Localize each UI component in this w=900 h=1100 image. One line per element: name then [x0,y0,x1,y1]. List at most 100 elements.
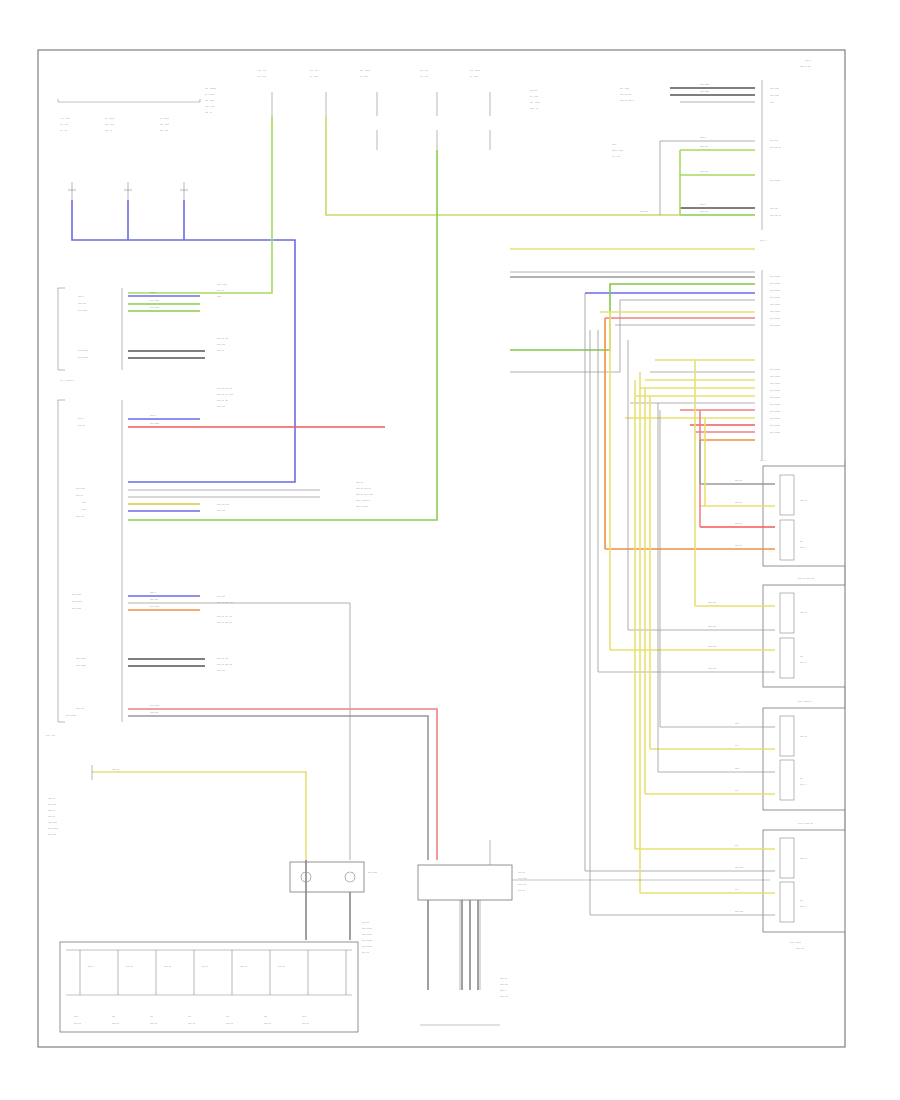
svg-text:········: ········ [76,487,85,491]
svg-text:····· ·····: ····· ····· [356,505,369,509]
svg-text:······ ·····: ······ ····· [620,99,634,103]
svg-text:·····: ····· [800,661,806,665]
svg-text:·········: ········· [770,289,780,293]
svg-text:······: ······ [518,871,525,875]
svg-text:······: ······ [112,1022,119,1026]
front-speaker-right: ······· ······· ······· ······· ······ ·… [598,577,846,688]
svg-text:······: ······ [112,768,119,772]
svg-text:·········: ········· [770,324,780,328]
svg-text:······: ······ [217,289,224,293]
svg-text:···: ··· [800,655,803,659]
svg-text:······ ·· ···: ······ ·· ··· [217,615,232,619]
svg-text:·······: ······· [217,509,225,513]
svg-text:······: ······ [164,965,171,969]
svg-text:·········: ········· [72,600,82,604]
svg-text:····: ···· [770,101,775,105]
svg-text:······ ·······: ······ ······· [798,577,814,581]
svg-text:·· ····: ·· ···· [258,75,266,79]
svg-text:···· ···: ···· ··· [46,734,55,738]
svg-text:·······: ······· [500,995,508,999]
svg-text:·········: ········· [770,396,780,400]
svg-text:······: ······ [518,889,525,893]
svg-text:·······: ······· [78,302,86,306]
svg-text:········: ········ [770,94,779,98]
svg-text:·····: ····· [800,905,806,909]
svg-text:·······: ······· [640,210,648,214]
svg-text:···: ··· [735,744,738,748]
svg-text:········: ········ [48,821,57,825]
svg-text:·····: ····· [88,965,94,969]
svg-text:··· ···: ··· ··· [258,69,266,73]
svg-text:······: ······ [362,951,369,955]
svg-text:······: ······ [735,501,742,505]
svg-text:······: ······ [226,1022,233,1026]
svg-text:·····: ····· [760,239,766,243]
svg-text:·· ····: ·· ···· [470,75,478,79]
svg-text:······ ···: ······ ··· [217,657,228,661]
svg-text:·········: ········· [770,368,780,372]
svg-text:······: ······ [150,1022,157,1026]
svg-text:··· ···: ··· ··· [310,69,318,73]
svg-text:········: ········ [150,306,159,310]
svg-text:·····: ····· [700,136,706,140]
svg-text:······: ······ [264,1022,271,1026]
svg-text:·········: ········· [770,310,780,314]
svg-text:··· ······: ··· ······ [205,87,216,91]
svg-text:······· ··: ······· ·· [770,214,781,218]
svg-text:····· ····: ····· ···· [612,149,623,153]
svg-text:·· ····: ·· ···· [360,75,368,79]
svg-text:··· ··: ··· ·· [205,111,212,115]
svg-text:·····: ····· [800,783,806,787]
svg-text:········: ········ [150,299,159,303]
svg-text:·······: ······· [708,645,716,649]
blue-wires-top [71,200,296,483]
svg-text:·········: ········· [770,296,780,300]
rear-speaker-right: ··· ······· ··· ······· ····· ··········… [585,822,846,951]
svg-text:········: ········ [518,877,527,881]
svg-text:·······: ······· [700,210,708,214]
svg-text:···: ··· [735,844,738,848]
svg-text:·····: ····· [700,203,706,207]
svg-text:······: ······ [302,1022,309,1026]
svg-text:······: ······ [48,797,55,801]
svg-text:······: ······ [78,424,85,428]
svg-text:·········: ········· [362,927,372,931]
svg-text:········: ········ [78,309,87,313]
svg-text:·······: ······· [708,601,716,605]
svg-text:······ ······: ······ ······ [217,663,232,667]
svg-text:·········: ········· [770,317,780,321]
svg-text:······ ········: ······ ········ [356,493,373,497]
svg-text:·· ····: ·· ···· [612,155,620,159]
svg-text:·······: ······· [76,707,84,711]
svg-text:··· ····: ··· ···· [205,99,214,103]
svg-text:·······: ······· [217,405,225,409]
svg-text:······ ···: ······ ··· [217,337,228,341]
svg-text:·········: ········· [770,382,780,386]
svg-text:···· ··: ···· ·· [530,107,538,111]
speaker-wires [510,248,755,441]
svg-text:···: ··· [226,1015,229,1019]
svg-text:·····: ····· [800,546,806,550]
svg-text:······: ······ [800,857,807,861]
svg-text:········: ········ [700,83,709,87]
svg-text:······: ······ [800,611,807,615]
svg-text:·········: ········· [362,945,372,949]
svg-text:·· · ·······: ·· · ······· [60,379,74,383]
green-wire-fuse [128,116,273,294]
svg-text:······ ···: ······ ··· [217,399,228,403]
svg-text:·····: ····· [202,965,208,969]
right-module: ····· ······ ··· ········ ········ ···· … [760,59,846,463]
svg-text:·······: ······· [708,625,716,629]
svg-text:········: ········ [368,871,377,875]
svg-text:·······: ······· [796,947,804,951]
svg-text:·· ·····: ·· ····· [160,117,169,121]
svg-text:·····: ····· [500,989,506,993]
svg-text:·······: ······· [48,833,56,837]
svg-text:····: ···· [217,295,222,299]
svg-text:···· ·····: ···· ····· [790,941,801,945]
svg-text:······: ······ [530,89,537,93]
svg-text:········: ········ [72,607,81,611]
svg-text:······ ······: ······ ······ [217,621,232,625]
svg-text:··· ···: ··· ··· [420,69,428,73]
svg-text:······: ······ [800,499,807,503]
